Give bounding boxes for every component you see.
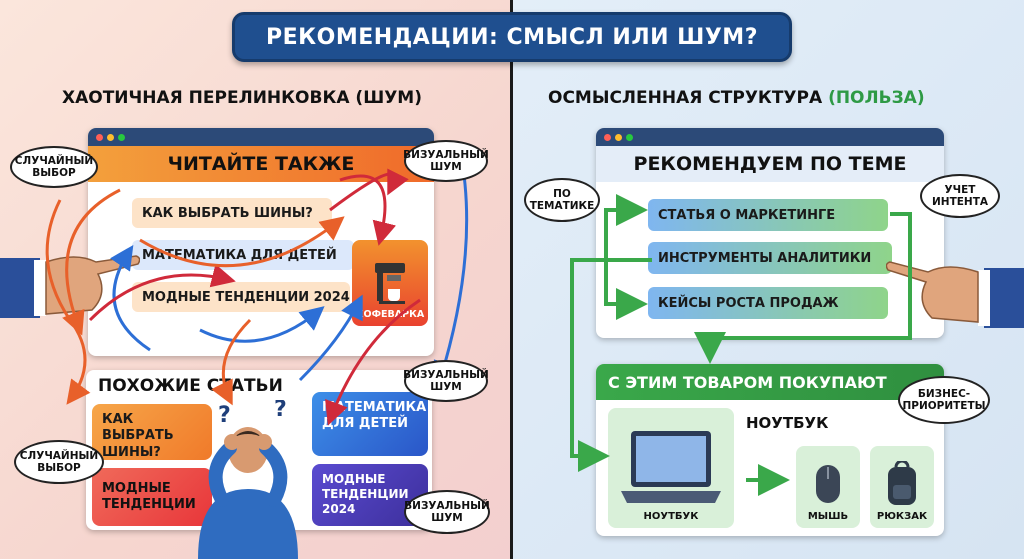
bubble-business-priorities: БИЗНЕС-ПРИОРИТЕТЫ bbox=[898, 376, 990, 424]
coffee-machine-label: КОФЕВАРКА bbox=[355, 309, 425, 320]
bubble-random-choice-2: СЛУЧАЙНЫЙ ВЫБОР bbox=[14, 440, 104, 484]
window-titlebar bbox=[596, 128, 944, 146]
recommended-item-marketing[interactable]: СТАТЬЯ О МАРКЕТИНГЕ bbox=[648, 199, 888, 231]
coffee-machine-icon bbox=[375, 263, 405, 304]
product-mouse[interactable]: МЫШЬ bbox=[796, 446, 860, 528]
product-laptop[interactable]: НОУТБУК bbox=[608, 408, 734, 528]
bought-together-title: С ЭТИМ ТОВАРОМ ПОКУПАЮТ bbox=[596, 364, 944, 400]
similar-articles-title: ПОХОЖИЕ СТАТЬИ bbox=[98, 376, 283, 396]
product-mouse-label: МЫШЬ bbox=[807, 511, 849, 522]
mouse-icon bbox=[816, 465, 840, 503]
right-heading-main: ОСМЫСЛЕННАЯ СТРУКТУРА bbox=[548, 88, 829, 108]
bubble-by-topic: ПО ТЕМАТИКЕ bbox=[524, 178, 600, 222]
similar-tile-tires[interactable]: КАК ВЫБРАТЬ ШИНЫ? bbox=[92, 404, 212, 460]
bubble-visual-noise-3: ВИЗУАЛЬНЫЙ ШУМ bbox=[404, 490, 490, 534]
read-also-item-math[interactable]: МАТЕМАТИКА ДЛЯ ДЕТЕЙ bbox=[132, 240, 354, 270]
read-also-title: ЧИТАЙТЕ ТАКЖЕ bbox=[88, 146, 434, 182]
svg-text:?: ? bbox=[274, 400, 287, 422]
minimize-dot-icon bbox=[615, 133, 622, 141]
laptop-icon bbox=[621, 431, 721, 503]
close-dot-icon bbox=[96, 133, 103, 141]
left-heading: ХАОТИЧНАЯ ПЕРЕЛИНКОВКА (ШУМ) bbox=[62, 88, 422, 108]
bubble-visual-noise-1: ВИЗУАЛЬНЫЙ ШУМ bbox=[403, 140, 489, 182]
right-heading-green: (ПОЛЬЗА) bbox=[828, 88, 925, 108]
close-dot-icon bbox=[604, 133, 611, 141]
recommended-title: РЕКОМЕНДУЕМ ПО ТЕМЕ bbox=[596, 146, 944, 182]
confused-person-illustration: ? ? bbox=[198, 400, 298, 559]
minimize-dot-icon bbox=[107, 133, 114, 141]
similar-tile-math[interactable]: МАТЕМАТИКА ДЛЯ ДЕТЕЙ bbox=[312, 392, 428, 456]
read-also-item-trends[interactable]: МОДНЫЕ ТЕНДЕНЦИИ 2024 bbox=[132, 282, 350, 312]
bubble-intent: УЧЕТ ИНТЕНТА bbox=[920, 174, 1000, 218]
center-divider bbox=[510, 0, 513, 559]
coffee-machine-ad[interactable]: КОФЕВАРКА bbox=[352, 240, 428, 326]
product-laptop-label: НОУТБУК bbox=[643, 511, 699, 522]
right-heading: ОСМЫСЛЕННАЯ СТРУКТУРА (ПОЛЬЗА) bbox=[548, 88, 925, 108]
backpack-icon bbox=[888, 461, 916, 505]
recommended-item-analytics[interactable]: ИНСТРУМЕНТЫ АНАЛИТИКИ bbox=[648, 242, 892, 274]
similar-tile-trends[interactable]: МОДНЫЕ ТЕНДЕНЦИИ bbox=[92, 468, 212, 526]
maximize-dot-icon bbox=[626, 133, 633, 141]
svg-text:?: ? bbox=[218, 403, 231, 428]
pointing-hand-right-illustration bbox=[886, 261, 1024, 328]
window-titlebar bbox=[88, 128, 434, 146]
bubble-random-choice-1: СЛУЧАЙНЫЙ ВЫБОР bbox=[10, 146, 98, 188]
product-backpack[interactable]: РЮКЗАК bbox=[870, 446, 934, 528]
main-title: РЕКОМЕНДАЦИИ: СМЫСЛ ИЛИ ШУМ? bbox=[232, 12, 792, 62]
read-also-item-tires[interactable]: КАК ВЫБРАТЬ ШИНЫ? bbox=[132, 198, 332, 228]
maximize-dot-icon bbox=[118, 133, 125, 141]
bubble-visual-noise-2: ВИЗУАЛЬНЫЙ ШУМ bbox=[403, 360, 489, 402]
main-product-heading: НОУТБУК bbox=[746, 414, 829, 432]
recommended-item-cases[interactable]: КЕЙСЫ РОСТА ПРОДАЖ bbox=[648, 287, 888, 319]
product-backpack-label: РЮКЗАК bbox=[876, 511, 928, 522]
pointing-hand-left-illustration bbox=[0, 255, 140, 318]
